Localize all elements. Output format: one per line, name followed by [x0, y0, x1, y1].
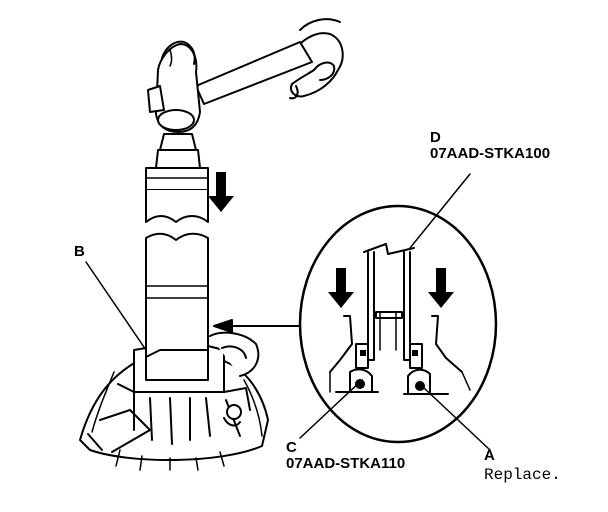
- leader-line-a: [423, 387, 491, 451]
- leader-line-b: [85, 261, 147, 351]
- callout-c-letter: C: [286, 439, 297, 456]
- callout-b-letter: B: [74, 243, 85, 260]
- down-arrow-icon: [208, 172, 234, 212]
- detail-left-arrow-icon: [328, 268, 354, 308]
- hammer-icon: [147, 40, 313, 133]
- driver-upper-section: [145, 133, 209, 223]
- transmission-housing: [79, 331, 269, 471]
- driver-lower-section: [145, 232, 209, 361]
- callout-d-part-number: 07AAD-STKA100: [430, 146, 551, 162]
- callout-a-letter: A: [484, 447, 495, 464]
- callout-d-letter: D: [430, 129, 441, 146]
- leader-line-c: [299, 379, 363, 439]
- detail-right-arrow-icon: [428, 268, 454, 308]
- detail-view-oval: [298, 204, 498, 444]
- leader-line-d: [409, 173, 471, 249]
- detail-pointer-head: [213, 319, 233, 333]
- callout-c-part-number: 07AAD-STKA110: [286, 455, 406, 472]
- callout-a-note: Replace.: [484, 466, 561, 484]
